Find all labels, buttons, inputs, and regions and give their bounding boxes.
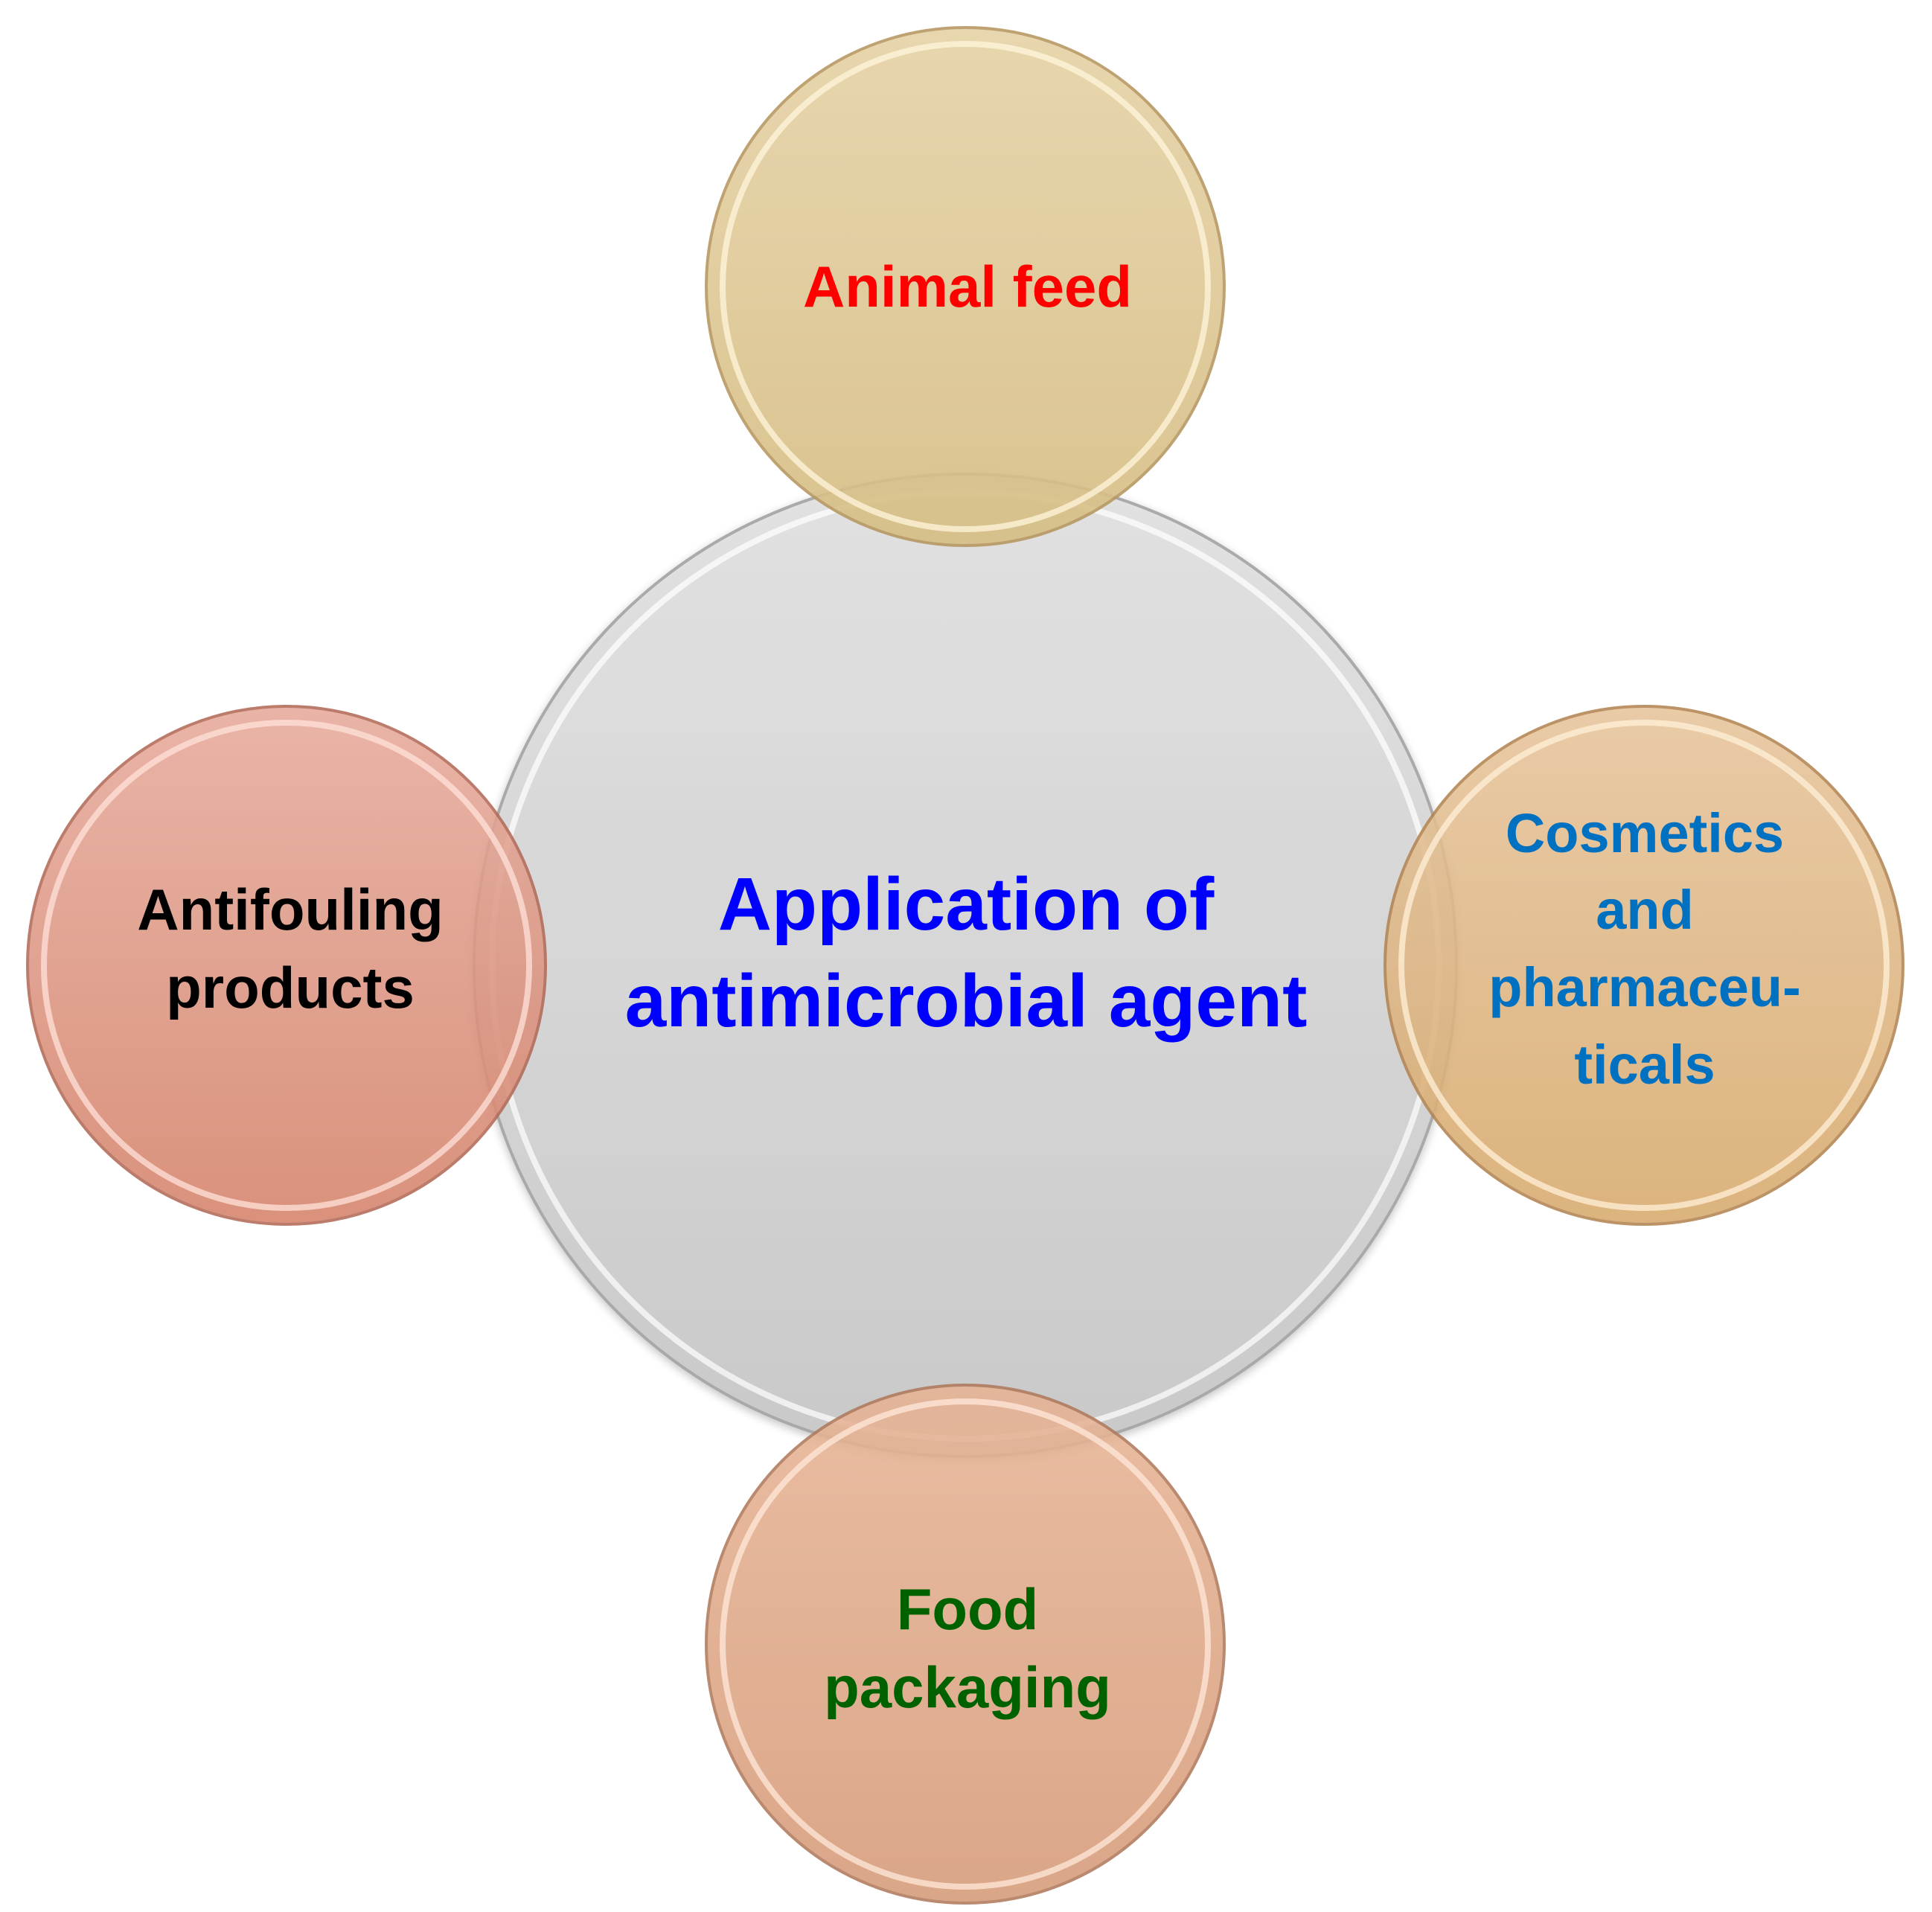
node-circle-food-packaging [705,1384,1226,1905]
node-circle-antifouling [26,705,547,1226]
node-circle-animal-feed [705,26,1226,547]
center-circle [473,473,1458,1458]
node-circle-cosmetics [1384,705,1904,1226]
